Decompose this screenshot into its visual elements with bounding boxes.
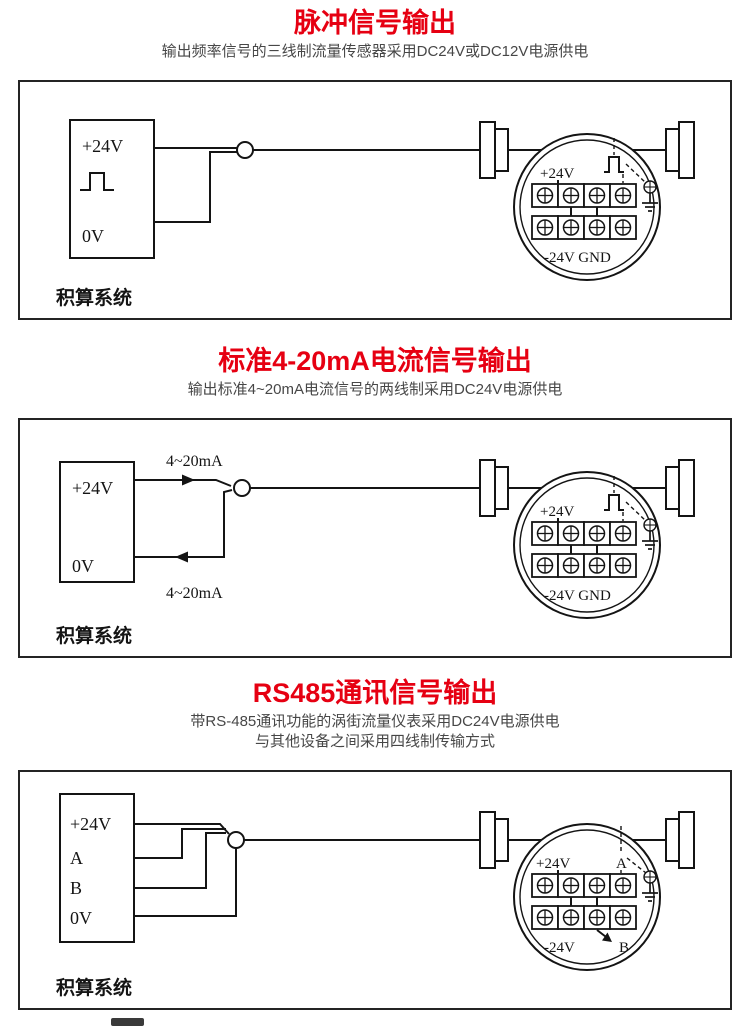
section-subtitle: 输出频率信号的三线制流量传感器采用DC24V或DC12V电源供电 <box>161 43 589 60</box>
source-terminal-a: A <box>70 848 83 868</box>
power-source-box <box>59 793 135 943</box>
meter-head-outer <box>513 823 661 971</box>
terminal-row-top <box>532 522 636 545</box>
cropped-watermark-artifact <box>111 1018 144 1026</box>
meter-terminal-minus24v-gnd: -24V GND <box>544 250 611 266</box>
cable-gland-icon <box>233 479 251 497</box>
meter-terminal-minus24v: -24V <box>544 940 575 956</box>
terminal-row-top <box>532 874 636 897</box>
signal-wires <box>134 823 480 917</box>
cable-gland-icon <box>227 831 245 849</box>
pulse-waveform-icon <box>80 172 114 191</box>
pipe-flange-left-icon <box>479 811 509 869</box>
terminal-row-bottom <box>532 554 636 577</box>
pipe-flange-right-icon <box>665 459 695 517</box>
wire-label-bottom: 4~20mA <box>166 585 223 602</box>
pulse-waveform-icon <box>604 156 624 173</box>
meter-terminal-plus24v: +24V <box>536 856 570 872</box>
meter-terminal-plus24v: +24V <box>540 504 574 520</box>
rs485-wiring-diagram: +24V A B 0V +24V A <box>18 770 732 1010</box>
terminal-row-top <box>532 184 636 207</box>
cable-gland-icon <box>236 141 254 159</box>
meter-head-outer <box>513 133 661 281</box>
arrow-left-icon <box>175 551 188 563</box>
source-terminal-plus24v: +24V <box>70 814 111 834</box>
wire-label-top: 4~20mA <box>166 453 223 470</box>
pulse-wiring-diagram: +24V 0V +24V <box>18 80 732 320</box>
section-rs485-output: RS485通讯信号输出 带RS-485通讯功能的涡街流量仪表采用DC24V电源供… <box>0 676 750 1010</box>
pipe-flange-right-icon <box>665 811 695 869</box>
vortex-flowmeter: +24V A -24V B <box>479 811 695 971</box>
section-title: 标准4-20mA电流信号输出 <box>218 346 532 376</box>
system-label: 积算系统 <box>56 976 132 999</box>
signal-wires <box>154 141 480 223</box>
section-current-output: 标准4-20mA电流信号输出 输出标准4~20mA电流信号的两线制采用DC24V… <box>0 344 750 658</box>
system-label: 积算系统 <box>56 286 132 309</box>
source-terminal-0v: 0V <box>82 226 104 246</box>
pipe-flange-right-icon <box>665 121 695 179</box>
meter-terminal-b: B <box>619 940 629 956</box>
pulse-waveform-icon <box>604 494 624 511</box>
source-terminal-0v: 0V <box>72 556 94 576</box>
section-title: 脉冲信号输出 <box>294 8 456 38</box>
signal-wires <box>134 474 480 563</box>
arrow-to-b-icon <box>602 932 612 942</box>
pipe-flange-left-icon <box>479 459 509 517</box>
pulse-diagram-canvas: +24V 0V +24V <box>56 119 695 309</box>
power-source-box <box>59 461 135 583</box>
source-terminal-b: B <box>70 878 82 898</box>
arrow-right-icon <box>182 474 195 486</box>
system-label: 积算系统 <box>56 624 132 647</box>
pipe-flange-left-icon <box>479 121 509 179</box>
source-terminal-0v: 0V <box>70 908 92 928</box>
meter-terminal-a: A <box>616 856 627 872</box>
vortex-flowmeter: +24V -24V GND <box>479 459 695 619</box>
section-pulse-output: 脉冲信号输出 输出频率信号的三线制流量传感器采用DC24V或DC12V电源供电 <box>0 6 750 320</box>
section-subtitle: 输出标准4~20mA电流信号的两线制采用DC24V电源供电 <box>187 381 563 398</box>
vortex-flowmeter: +24V -24V GND <box>479 121 695 281</box>
section-title: RS485通讯信号输出 <box>252 678 498 708</box>
current-diagram-canvas: +24V 0V 4~20mA 4~20mA <box>56 453 695 647</box>
section-subtitle-line2: 与其他设备之间采用四线制传输方式 <box>254 733 495 750</box>
rs485-diagram-canvas: +24V A B 0V +24V A <box>56 793 695 999</box>
meter-terminal-minus24v-gnd: -24V GND <box>544 588 611 604</box>
terminal-row-bottom <box>532 216 636 239</box>
meter-head-outer <box>513 471 661 619</box>
section-subtitle-line1: 带RS-485通讯功能的涡街流量仪表采用DC24V电源供电 <box>190 713 560 730</box>
current-wiring-diagram: +24V 0V 4~20mA 4~20mA <box>18 418 732 658</box>
meter-terminal-plus24v: +24V <box>540 166 574 182</box>
source-terminal-plus24v: +24V <box>72 478 113 498</box>
source-terminal-plus24v: +24V <box>82 136 123 156</box>
terminal-row-bottom <box>532 906 636 929</box>
